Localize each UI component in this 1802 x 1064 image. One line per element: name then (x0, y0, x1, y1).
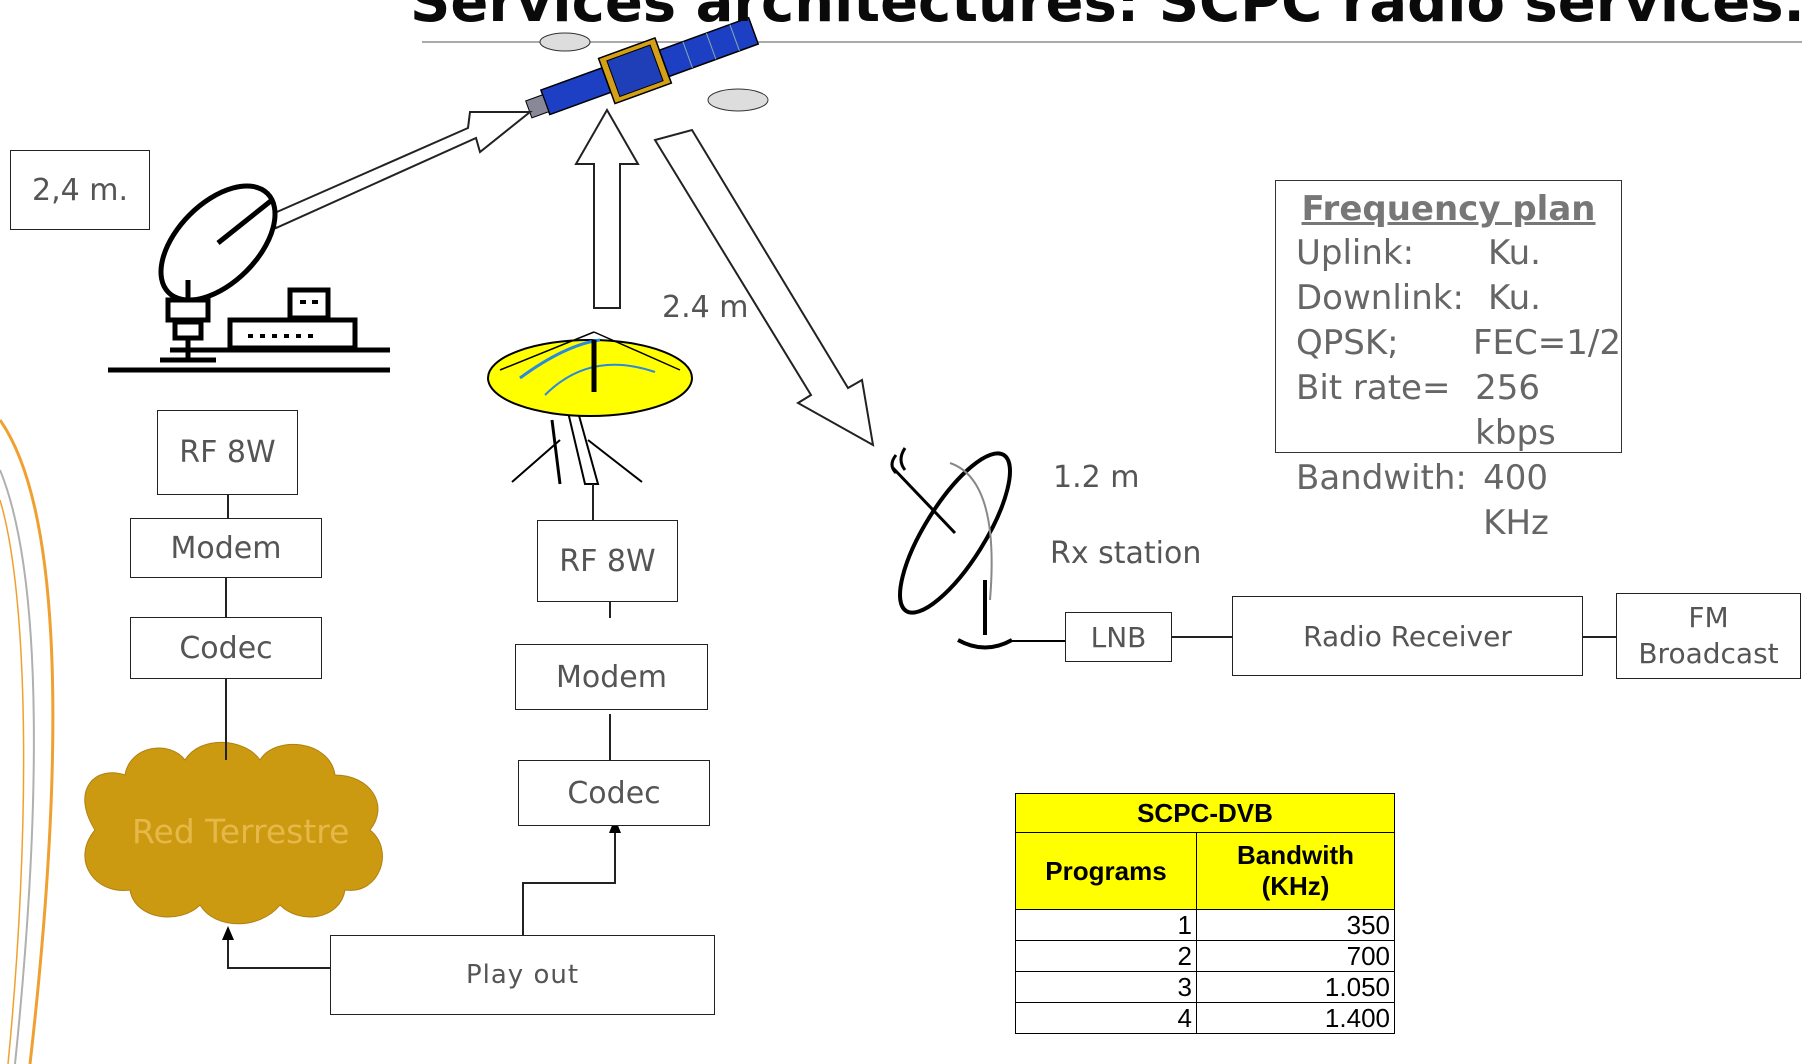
frequency-plan-value: 400 KHz (1483, 458, 1549, 543)
left-rf-box: RF 8W (157, 410, 298, 495)
satellite-icon (525, 16, 769, 119)
frequency-plan-row: Uplink: Ku. (1296, 231, 1621, 276)
scpc-col-programs: Programs (1015, 832, 1197, 910)
scpc-table-title: SCPC-DVB (1015, 793, 1395, 833)
radio-receiver-box: Radio Receiver (1232, 596, 1583, 676)
frequency-plan-key: Bandwith: (1296, 458, 1467, 498)
table-row: 3 1.050 (1015, 971, 1395, 1003)
frequency-plan-key: Bit rate= (1296, 368, 1451, 408)
playout-label: Play out (465, 960, 580, 990)
frequency-plan-key: Uplink: (1296, 233, 1415, 273)
left-rf-label: RF 8W (179, 435, 276, 470)
frequency-plan-box: Frequency plan Uplink: Ku. Downlink: Ku.… (1275, 180, 1622, 543)
center-rf-box: RF 8W (537, 520, 678, 602)
frequency-plan-row: Bit rate= 256 kbps (1296, 366, 1621, 456)
scpc-bandwidth-cell: 1.050 (1196, 971, 1395, 1003)
center-codec-box: Codec (518, 760, 710, 826)
frequency-plan-row: Bandwith: 400 KHz (1296, 456, 1621, 546)
frequency-plan-value: Ku. (1488, 278, 1541, 318)
downlink-arrow (653, 128, 875, 447)
scpc-programs-cell: 1 (1015, 909, 1197, 941)
connectors (225, 484, 1616, 969)
arrowhead-to-cloud (222, 926, 234, 940)
frequency-plan-value: Ku. (1488, 233, 1541, 273)
frequency-plan-title: Frequency plan (1301, 189, 1596, 229)
center-modem-box: Modem (515, 644, 708, 710)
page-title: Services architectures: SCPC radio servi… (410, 0, 1802, 35)
scpc-bandwidth-cell: 1.400 (1196, 1002, 1395, 1034)
radio-receiver-label: Radio Receiver (1303, 619, 1512, 653)
rx-dish-icon (890, 447, 1065, 650)
dish-size-label-center: 2.4 m (662, 290, 749, 325)
lnb-label: LNB (1090, 620, 1147, 654)
scpc-programs-cell: 3 (1015, 971, 1197, 1003)
frequency-plan-row: QPSK; FEC=1/2 (1296, 321, 1621, 366)
table-row: 4 1.400 (1015, 1002, 1395, 1034)
playout-box: Play out (330, 935, 715, 1015)
scpc-col-bandwidth: Bandwith (KHz) (1196, 832, 1395, 910)
center-codec-label: Codec (567, 775, 661, 811)
center-dish-icon (487, 331, 693, 485)
left-modem-box: Modem (130, 518, 322, 578)
scpc-bandwidth-cell: 350 (1196, 909, 1395, 941)
lnb-box: LNB (1065, 612, 1172, 662)
uplink-arrow-center (574, 107, 640, 309)
decorative-curves (0, 419, 55, 1064)
scpc-programs-cell: 4 (1015, 1002, 1197, 1034)
scpc-bandwidth-cell: 700 (1196, 940, 1395, 972)
frequency-plan-row: Downlink: Ku. (1296, 276, 1621, 321)
center-rf-label: RF 8W (559, 543, 656, 579)
left-codec-label: Codec (179, 630, 273, 666)
fm-broadcast-label: FM Broadcast (1638, 601, 1779, 670)
table-row: 1 350 (1015, 909, 1395, 941)
frequency-plan-value: 256 kbps (1475, 368, 1556, 453)
rx-station-label: Rx station (1050, 536, 1202, 571)
ground-station-icon (108, 183, 390, 373)
dish-size-label-left: 2,4 m. (10, 150, 150, 230)
dish-size-text: 2,4 m. (31, 172, 128, 208)
frequency-plan-value: FEC=1/2 (1473, 323, 1621, 363)
scpc-dvb-table: SCPC-DVB Programs Bandwith (KHz) 1 350 2… (1015, 793, 1395, 1034)
fm-broadcast-box: FM Broadcast (1616, 593, 1801, 679)
frequency-plan-key: Downlink: (1296, 278, 1464, 318)
table-row: 2 700 (1015, 940, 1395, 972)
scpc-programs-cell: 2 (1015, 940, 1197, 972)
left-modem-label: Modem (170, 530, 282, 566)
uplink-arrow-left (268, 111, 533, 230)
cloud-label: Red Terrestre (132, 812, 350, 851)
center-modem-label: Modem (556, 659, 667, 695)
frequency-plan-key: QPSK; (1296, 323, 1399, 363)
left-codec-box: Codec (130, 617, 322, 679)
terrestrial-network-cloud (84, 741, 383, 925)
dish-size-label-rx: 1.2 m (1053, 460, 1140, 495)
